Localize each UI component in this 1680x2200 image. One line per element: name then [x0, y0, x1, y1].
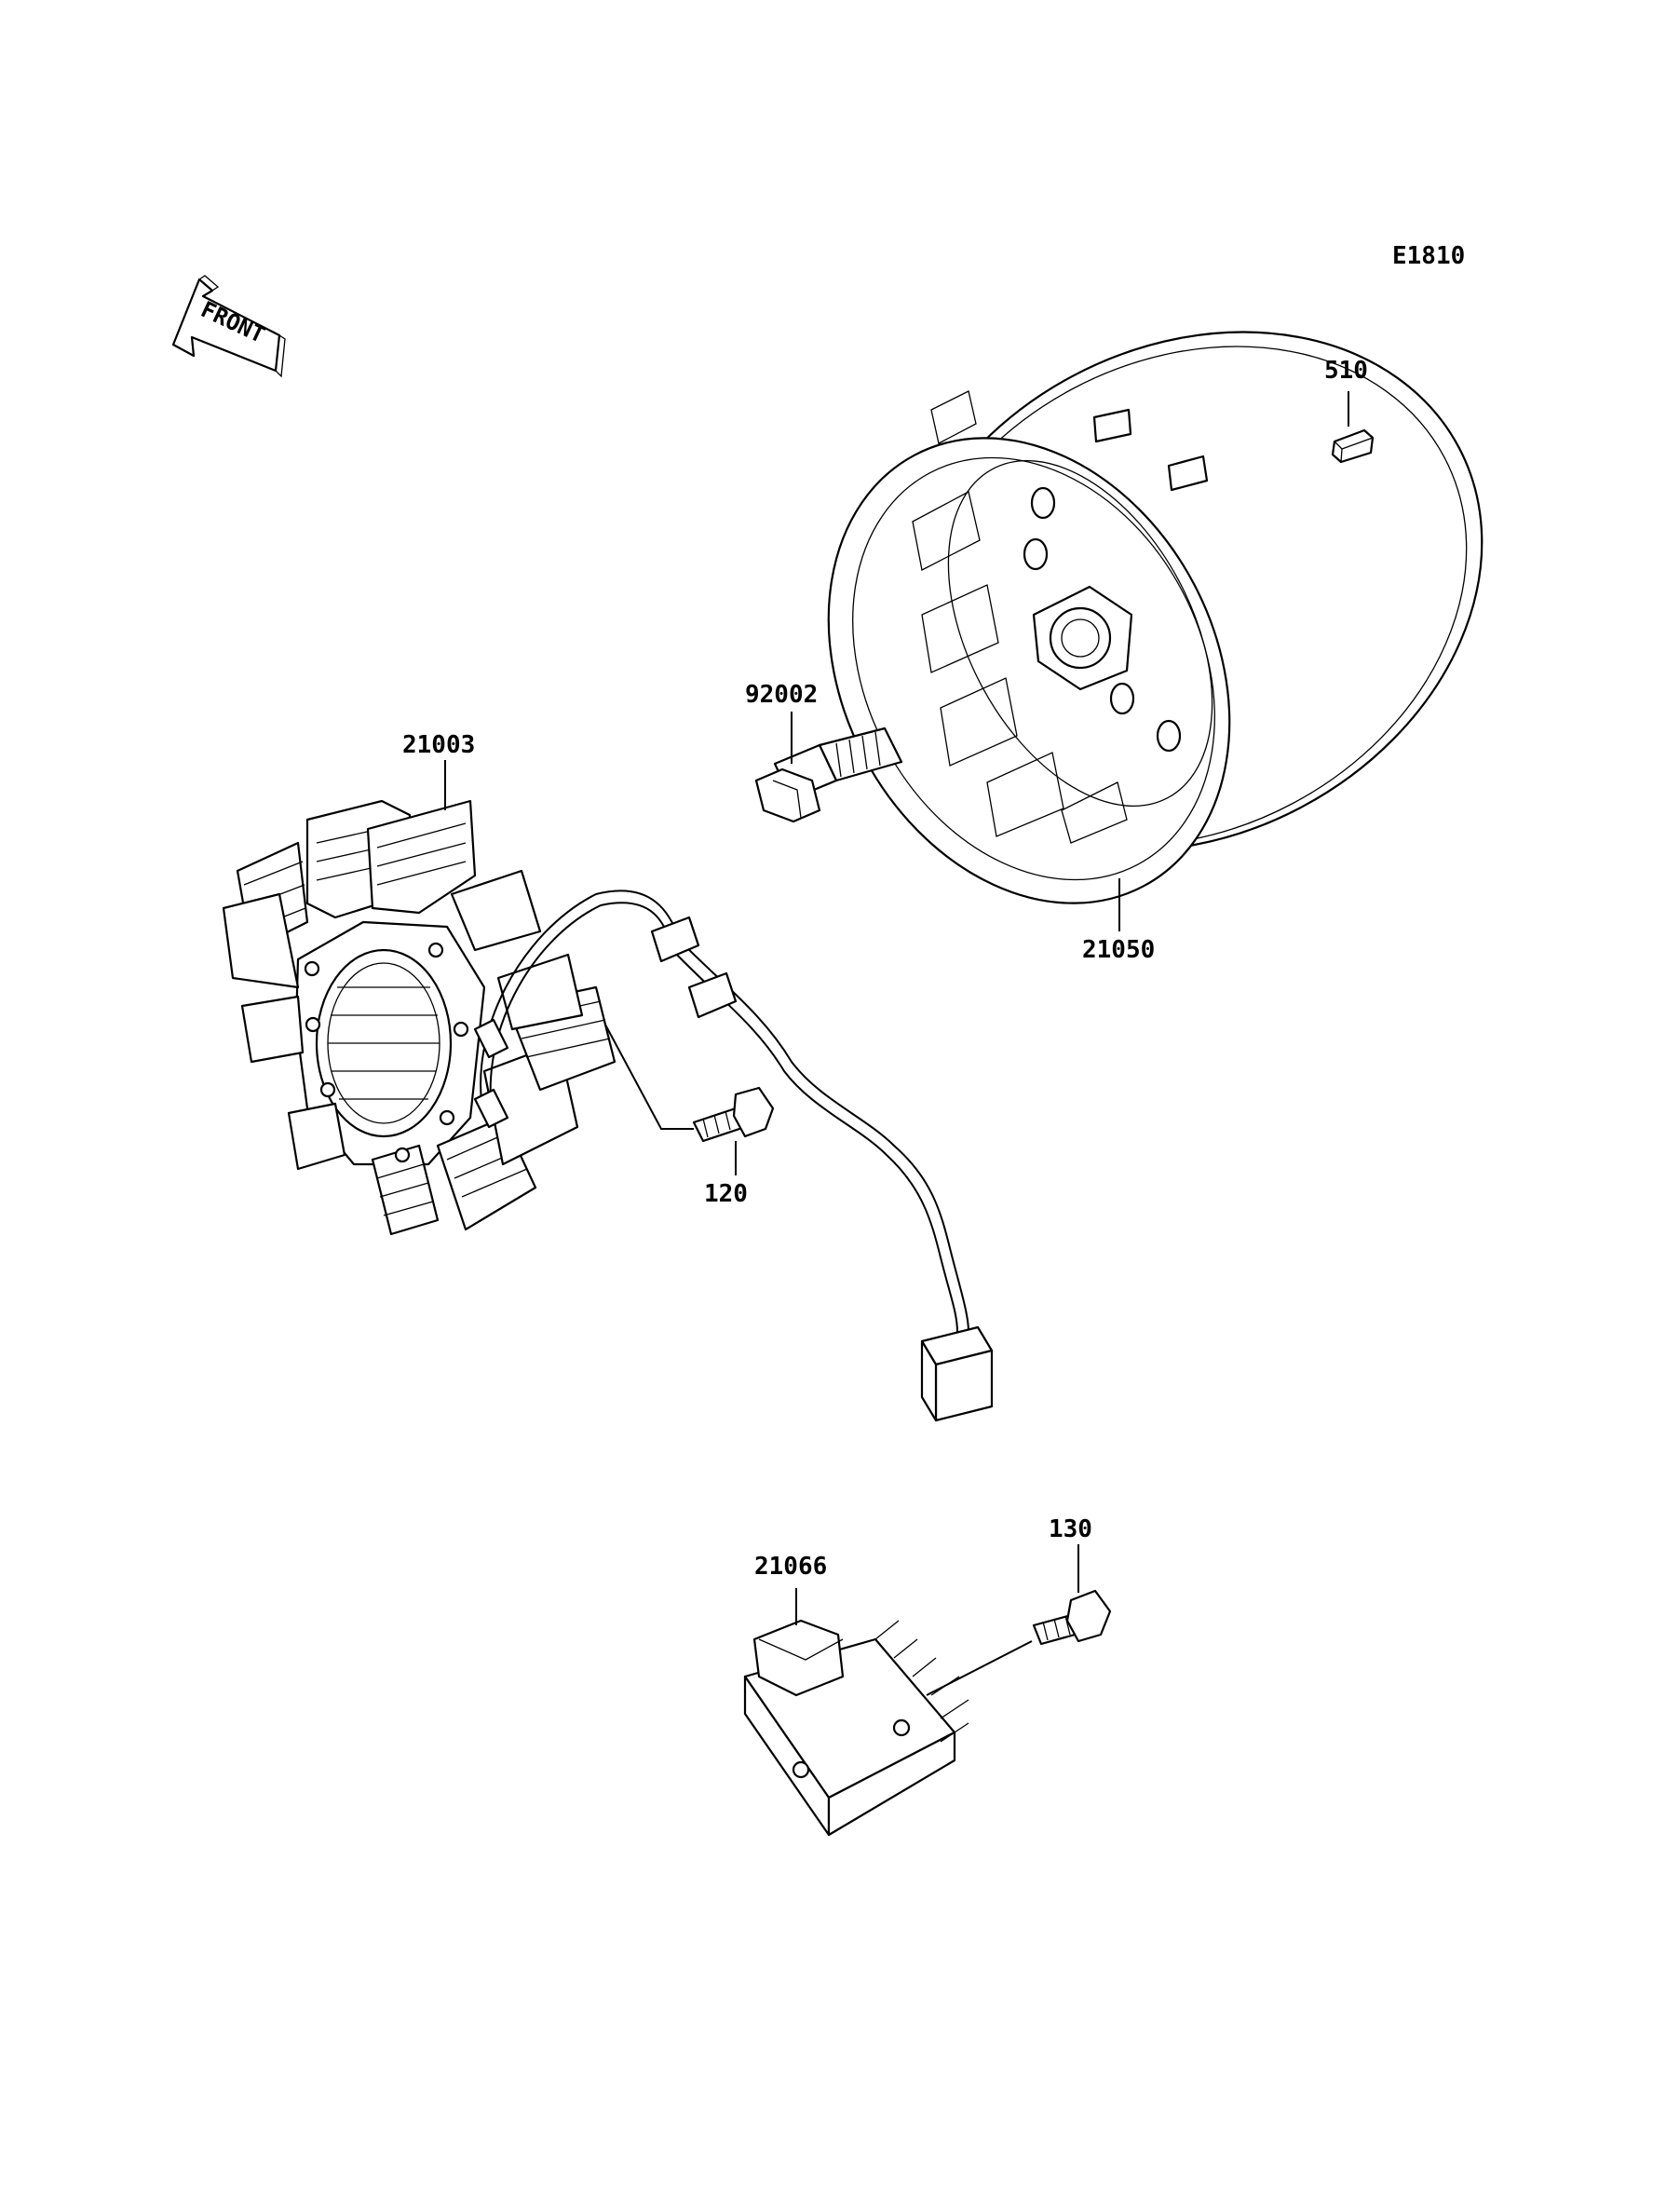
flywheel-rotor-21050 [827, 331, 1484, 904]
screw-120 [692, 1086, 775, 1143]
bolt-130 [1032, 1589, 1112, 1646]
leader-120-stator [604, 1024, 694, 1130]
bolt-92002 [754, 727, 903, 823]
callout-21003: 21003 [402, 731, 475, 759]
callout-130: 130 [1049, 1515, 1092, 1543]
key-510 [1331, 428, 1375, 464]
front-arrow-icon: FRONT [171, 275, 286, 378]
diagram-code: E1810 [1392, 242, 1465, 270]
wiring-harness [473, 890, 994, 1422]
leader-130-regulator [926, 1640, 1033, 1696]
callout-21066: 21066 [754, 1553, 827, 1581]
callout-120: 120 [704, 1180, 748, 1208]
callout-21050: 21050 [1082, 936, 1155, 964]
regulator-21066 [743, 1619, 969, 1837]
callout-510: 510 [1324, 357, 1368, 385]
stator-21003 [222, 799, 616, 1236]
callout-92002: 92002 [745, 681, 818, 709]
